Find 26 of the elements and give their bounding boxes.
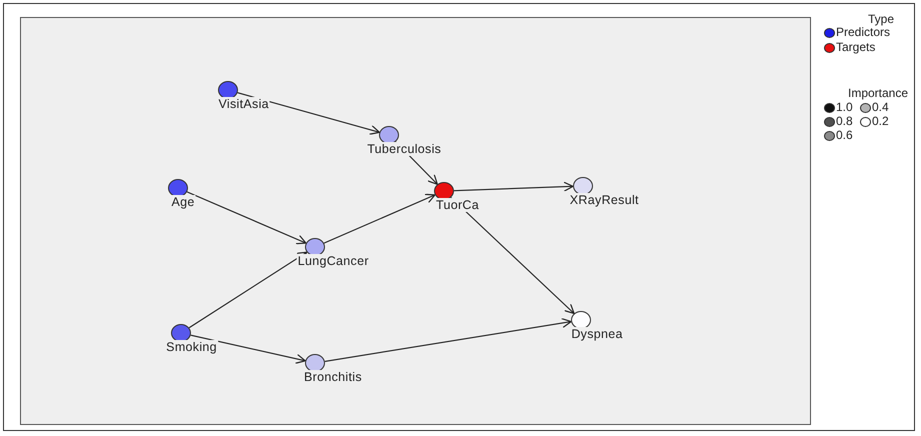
legend-label: 0.6 bbox=[836, 128, 853, 142]
legend-heading: Type bbox=[868, 12, 894, 26]
arrow bbox=[237, 92, 380, 135]
node-label: Dyspnea bbox=[570, 327, 624, 341]
node-label: Tuberculosis bbox=[366, 142, 442, 156]
legend-heading: Importance bbox=[848, 86, 908, 100]
legend-label: Targets bbox=[836, 40, 876, 54]
node-label: TuorCa bbox=[435, 198, 480, 212]
node-label: Bronchitis bbox=[303, 370, 363, 384]
legend-label: Predictors bbox=[836, 25, 890, 39]
arrow bbox=[324, 194, 436, 244]
legend-label: 0.2 bbox=[872, 114, 889, 128]
node-label: VisitAsia bbox=[218, 97, 270, 111]
node-label: XRayResult bbox=[568, 193, 640, 207]
arrow bbox=[324, 318, 572, 362]
node-label: Age bbox=[170, 195, 196, 209]
node-label: Smoking bbox=[165, 340, 218, 354]
arrow bbox=[454, 182, 574, 192]
legend-label: 0.4 bbox=[872, 100, 889, 114]
arrow bbox=[188, 252, 308, 328]
legend-label: 1.0 bbox=[836, 100, 853, 114]
arrow bbox=[450, 197, 575, 314]
arrow bbox=[186, 191, 307, 244]
node-label: LungCancer bbox=[296, 254, 370, 268]
arrow bbox=[190, 334, 306, 364]
legend-label: 0.8 bbox=[836, 114, 853, 128]
